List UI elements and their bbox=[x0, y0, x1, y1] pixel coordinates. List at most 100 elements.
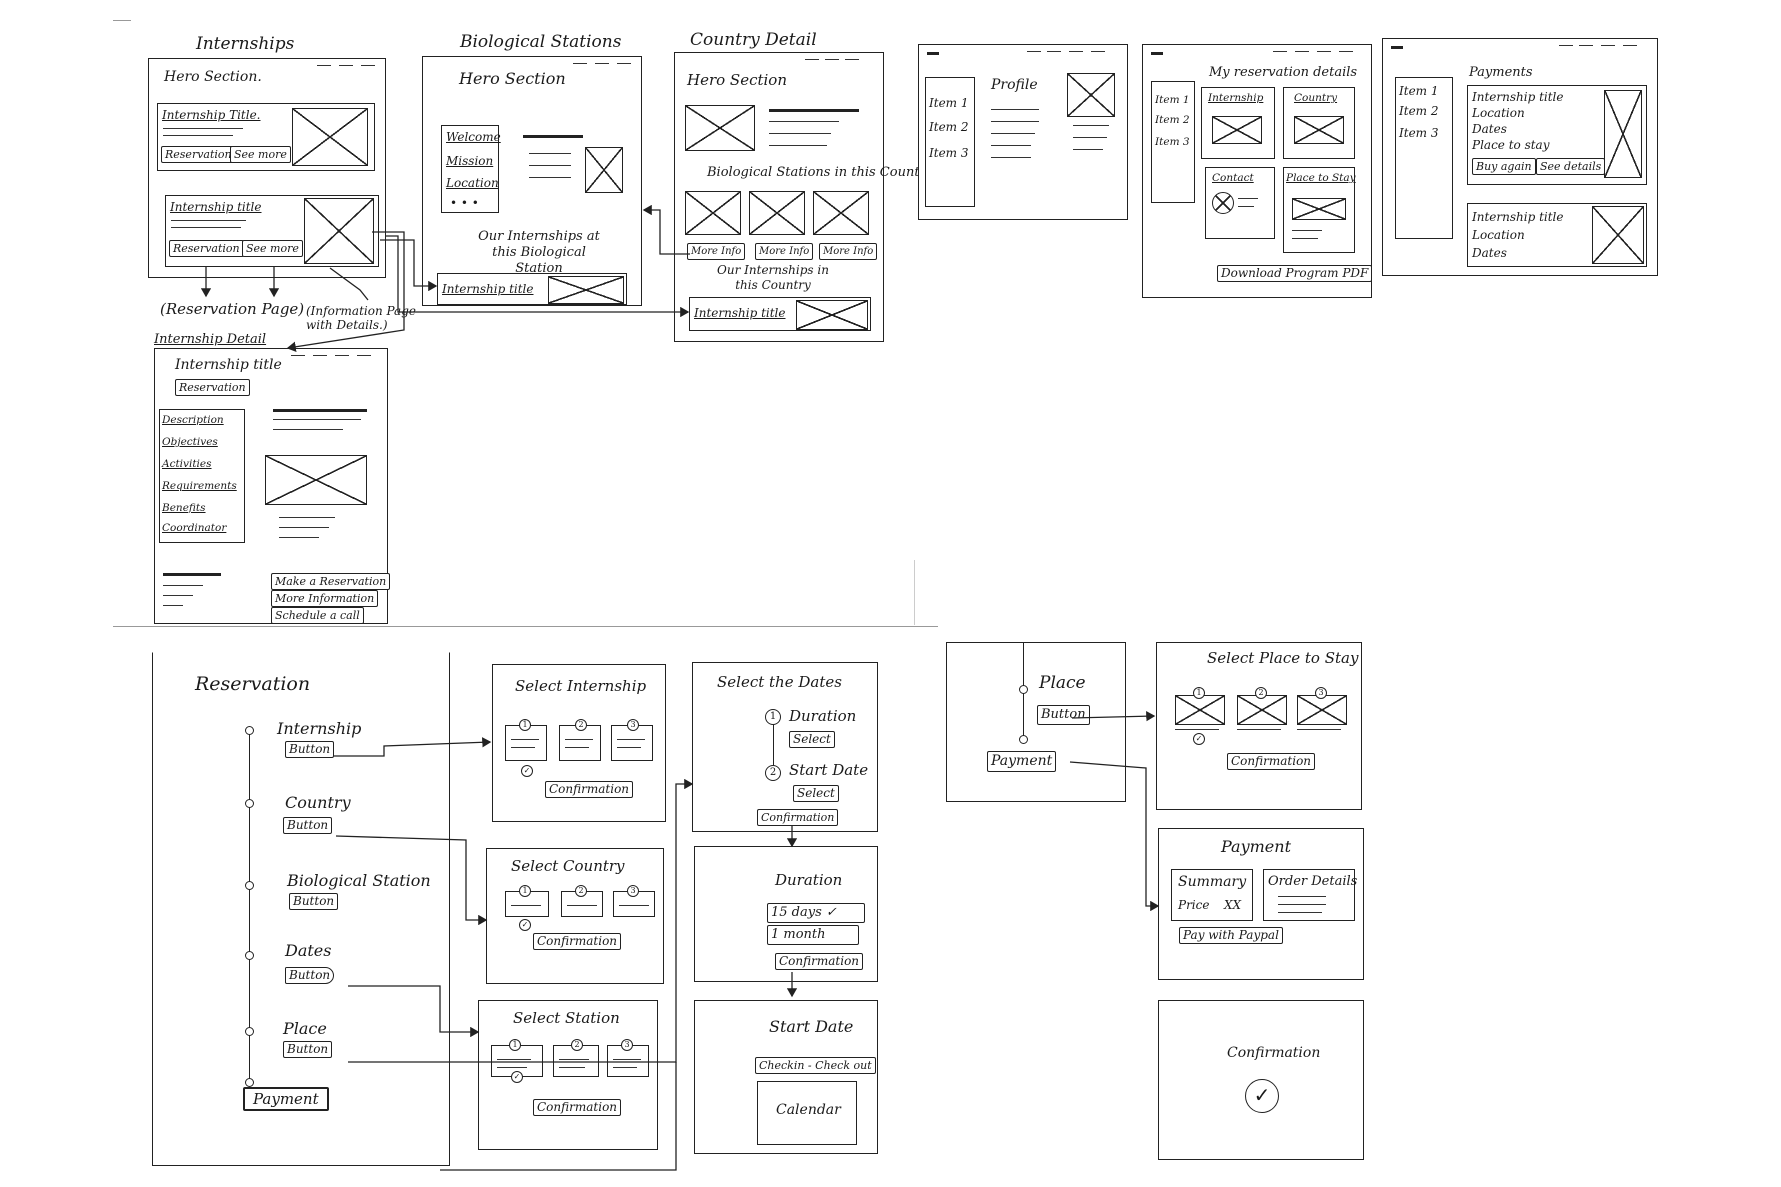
menu-item[interactable]: Welcome bbox=[446, 130, 501, 144]
buy-again-button[interactable]: Buy again bbox=[1472, 158, 1536, 175]
confirmation-button[interactable]: Confirmation bbox=[757, 809, 839, 826]
more-info-button[interactable]: More Info bbox=[755, 243, 814, 260]
step-internship-button[interactable]: Button bbox=[285, 741, 335, 758]
arrow-to-country-row bbox=[386, 235, 690, 318]
menu-item[interactable]: Mission bbox=[446, 154, 494, 168]
internship-row[interactable]: Internship title bbox=[689, 297, 871, 331]
arrow-line bbox=[329, 267, 369, 301]
more-info-button[interactable]: More Info bbox=[819, 243, 878, 260]
arrow-to-station-row bbox=[380, 239, 438, 292]
internships-page: Hero Section. Internship Title. Reservat… bbox=[148, 58, 386, 278]
detail-card-place[interactable]: Place to Stay bbox=[1283, 167, 1356, 253]
see-details-button[interactable]: See details bbox=[1536, 158, 1606, 175]
confirmation-button[interactable]: Confirmation bbox=[533, 933, 622, 950]
checkin-checkout-field[interactable]: Checkin - Check out bbox=[755, 1057, 876, 1074]
sidebar-item[interactable]: Item 1 bbox=[1155, 94, 1190, 106]
stations-heading: Biological Stations in this Country bbox=[707, 165, 934, 180]
duration-select-button[interactable]: Select bbox=[789, 731, 835, 748]
section-link[interactable]: Description bbox=[162, 414, 224, 426]
step-country-button[interactable]: Button bbox=[283, 817, 333, 834]
check-icon: ✓ bbox=[1245, 1079, 1279, 1113]
see-more-button[interactable]: See more bbox=[242, 240, 303, 257]
step-station-button[interactable]: Button bbox=[289, 893, 339, 910]
price-value: XX bbox=[1224, 898, 1242, 912]
confirmation-button[interactable]: Confirmation bbox=[1227, 753, 1316, 770]
section-link[interactable]: Activities bbox=[162, 458, 212, 470]
card-label: Place to Stay bbox=[1286, 172, 1356, 184]
image-placeholder bbox=[304, 198, 374, 264]
more-information-button[interactable]: More Information bbox=[271, 590, 379, 607]
calendar-widget[interactable]: Calendar bbox=[757, 1081, 857, 1145]
duration-option[interactable]: 15 days ✓ bbox=[767, 903, 865, 923]
reservation-button[interactable]: Reservation bbox=[161, 146, 236, 163]
section-link[interactable]: Coordinator bbox=[162, 522, 227, 534]
bio-stations-page-title: Biological Stations bbox=[460, 32, 622, 52]
arrow-to-select-place bbox=[1071, 710, 1156, 722]
hero-section-label: Hero Section. bbox=[164, 69, 262, 85]
order-details-box: Order Details bbox=[1263, 869, 1357, 921]
sidebar-item[interactable]: Item 3 bbox=[1155, 136, 1190, 148]
detail-card-internship[interactable]: Internship bbox=[1201, 87, 1275, 159]
sidebar-item[interactable]: Item 2 bbox=[1399, 104, 1439, 118]
internship-row-title: Internship title bbox=[694, 306, 786, 320]
reservation-button[interactable]: Reservation bbox=[175, 379, 250, 396]
make-reservation-button[interactable]: Make a Reservation bbox=[271, 573, 391, 590]
price-label: Price bbox=[1178, 898, 1210, 912]
section-link[interactable]: Requirements bbox=[162, 480, 237, 492]
see-more-button[interactable]: See more bbox=[230, 146, 291, 163]
reservation-page-note: (Reservation Page) bbox=[160, 300, 305, 318]
image-placeholder bbox=[585, 147, 623, 193]
payment-title: Payment bbox=[1221, 837, 1291, 856]
payment-button[interactable]: Payment bbox=[987, 751, 1057, 772]
internship-detail-page-title: Internship Detail bbox=[154, 332, 267, 347]
select-country-page: Select Country 1 2 3 ✓ Confirmation bbox=[486, 848, 664, 984]
start-select-button[interactable]: Select bbox=[793, 785, 839, 802]
record-field: Location bbox=[1472, 228, 1525, 242]
select-place-page: Select Place to Stay 1 2 3 ✓ Confirmatio… bbox=[1156, 642, 1362, 810]
payment-page: Payment Summary Price XX Order Details P… bbox=[1158, 828, 1364, 980]
section-link[interactable]: Objectives bbox=[162, 436, 218, 448]
step-dates-button[interactable]: Button bbox=[285, 967, 335, 984]
sidebar-item[interactable]: Item 1 bbox=[1399, 84, 1439, 98]
sidebar-item[interactable]: Item 1 bbox=[929, 96, 969, 110]
sidebar-item[interactable]: Item 2 bbox=[1155, 114, 1190, 126]
download-pdf-button[interactable]: Download Program PDF bbox=[1217, 265, 1373, 282]
duration-option[interactable]: 1 month bbox=[767, 925, 859, 945]
internship-row[interactable]: Internship title bbox=[437, 273, 627, 305]
payment-record: Internship title Location Dates Place to… bbox=[1467, 85, 1647, 185]
confirmation-page: Confirmation ✓ bbox=[1158, 1000, 1364, 1160]
pay-with-paypal-button[interactable]: Pay with Paypal bbox=[1179, 927, 1283, 944]
profile-heading: Profile bbox=[991, 77, 1038, 93]
record-field: Location bbox=[1472, 106, 1525, 120]
sidebar-item[interactable]: Item 2 bbox=[929, 120, 969, 134]
station-menu: Welcome Mission Location • • • bbox=[441, 125, 501, 213]
step-place-button[interactable]: Button bbox=[283, 1041, 333, 1058]
confirmation-button[interactable]: Confirmation bbox=[775, 953, 864, 970]
confirmation-button[interactable]: Confirmation bbox=[533, 1099, 622, 1116]
section-link[interactable]: Benefits bbox=[162, 502, 206, 514]
payment-button[interactable]: Payment bbox=[243, 1087, 329, 1111]
detail-card-country[interactable]: Country bbox=[1283, 87, 1355, 159]
arrow-to-payment bbox=[1069, 761, 1160, 912]
internship-card-title: Internship Title. bbox=[162, 108, 261, 122]
calendar-label: Calendar bbox=[776, 1102, 841, 1118]
payments-page: Item 1 Item 2 Item 3 Payments Internship… bbox=[1382, 38, 1658, 276]
select-dates-page: Select the Dates 1 2 Duration Select Sta… bbox=[692, 662, 878, 832]
arrow-to-detail bbox=[286, 231, 405, 352]
detail-card-contact[interactable]: Contact bbox=[1205, 167, 1275, 239]
sidebar-item[interactable]: Item 3 bbox=[929, 146, 969, 160]
menu-item[interactable]: Location bbox=[446, 176, 499, 190]
place-button[interactable]: Button bbox=[1037, 705, 1090, 725]
schedule-call-button[interactable]: Schedule a call bbox=[271, 607, 364, 624]
bio-stations-page: Hero Section Welcome Mission Location • … bbox=[422, 56, 642, 306]
more-info-button[interactable]: More Info bbox=[687, 243, 746, 260]
reservation-flow-page: Reservation Internship Button Country Bu… bbox=[152, 652, 450, 1166]
confirmation-button[interactable]: Confirmation bbox=[545, 781, 634, 798]
arrow-to-select-station bbox=[348, 985, 480, 1038]
country-detail-page-title: Country Detail bbox=[690, 30, 817, 50]
reservation-details-heading: My reservation details bbox=[1209, 65, 1358, 80]
section-divider bbox=[914, 560, 915, 625]
sidebar-item[interactable]: Item 3 bbox=[1399, 126, 1439, 140]
menu-item[interactable]: • • • bbox=[450, 196, 479, 210]
